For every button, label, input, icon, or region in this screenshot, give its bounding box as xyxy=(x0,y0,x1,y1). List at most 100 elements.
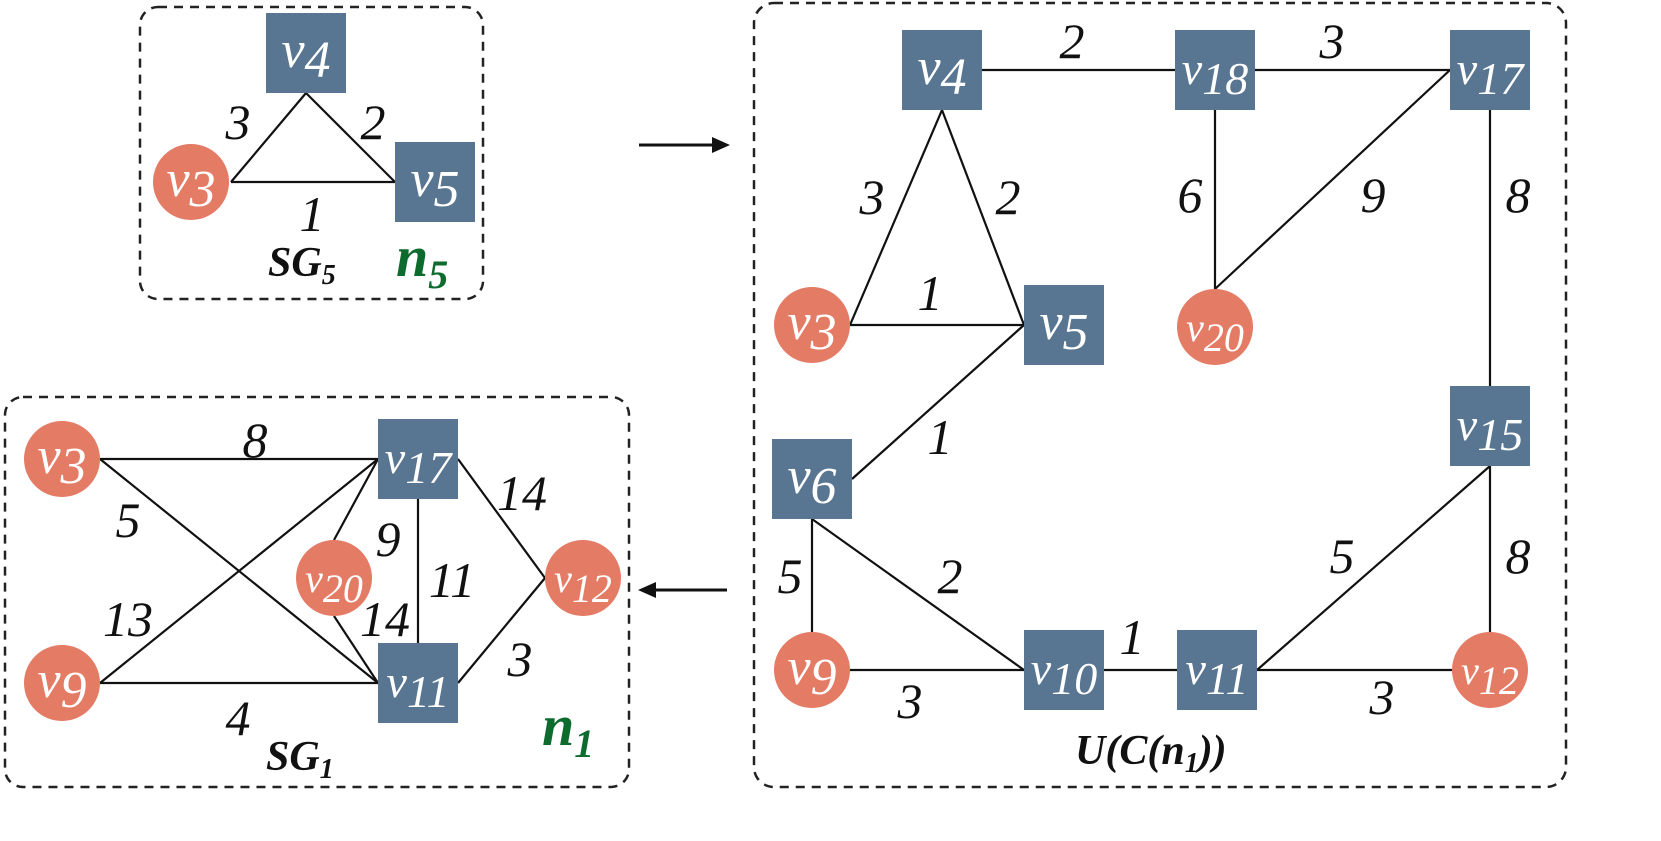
sg5-edge-v4-v5 xyxy=(305,92,396,183)
sg1-edge-v9-v17 xyxy=(99,458,379,684)
sg1-weight-v3-v11: 5 xyxy=(116,492,141,548)
node-label: v11 xyxy=(386,656,449,717)
sg5-caption: SG5 xyxy=(268,240,336,291)
sg5-node-v3: v3 xyxy=(153,144,229,220)
sg1-node-v12: v12 xyxy=(545,540,621,616)
circle-node-shape xyxy=(774,287,850,363)
union-panel xyxy=(752,1,1568,789)
sg1-panel xyxy=(3,395,631,789)
union-node-v3: v3 xyxy=(774,287,850,363)
sg1-node-v3: v3 xyxy=(24,421,100,497)
union-weight-v18-v17: 3 xyxy=(1319,13,1345,69)
union-weight-v11-v15: 5 xyxy=(1330,528,1355,584)
union-weight-v6-v9: 5 xyxy=(778,548,803,604)
left-arrow xyxy=(638,582,727,598)
node-label: v20 xyxy=(305,556,363,611)
sg1-node-v17: v17 xyxy=(378,419,458,499)
sg5-tag: n5 xyxy=(396,224,448,297)
circle-node-shape xyxy=(24,421,100,497)
circle-node-shape xyxy=(1452,632,1528,708)
union-weight-v9-v10: 3 xyxy=(897,673,923,729)
union-edge-v11-v15 xyxy=(1256,465,1491,671)
node-label: v5 xyxy=(410,151,459,218)
node-label: v12 xyxy=(554,556,612,611)
union-node-v17: v17 xyxy=(1450,30,1530,110)
square-node-shape xyxy=(1024,630,1104,710)
node-label: v10 xyxy=(1031,643,1097,704)
sg1-caption: SG1 xyxy=(266,734,334,785)
union-weight-v18-v20: 6 xyxy=(1178,167,1203,223)
square-node-shape xyxy=(1450,30,1530,110)
circle-node-shape xyxy=(1177,289,1253,365)
sg1-edge-v17-v20 xyxy=(333,458,379,541)
node-label: v3 xyxy=(787,294,836,361)
node-label: v18 xyxy=(1182,43,1248,104)
union-caption: U(C(n1)) xyxy=(1075,728,1227,779)
union-node-v6: v6 xyxy=(772,439,852,519)
node-label: v9 xyxy=(37,652,86,719)
circle-node-shape xyxy=(774,632,850,708)
union-weight-v5-v6: 1 xyxy=(928,409,953,465)
union-weight-v4-v5: 2 xyxy=(996,169,1021,225)
sg1-weight-v11-v12: 3 xyxy=(507,631,533,687)
sg5-weight-v3-v4: 3 xyxy=(225,94,251,150)
square-node-shape xyxy=(1175,30,1255,110)
sg5-node-v4: v4 xyxy=(266,13,346,93)
square-node-shape xyxy=(378,419,458,499)
union-weight-v4-v3: 3 xyxy=(859,169,885,225)
circle-node-shape xyxy=(296,540,372,616)
union-weight-v11-v12: 3 xyxy=(1369,669,1395,725)
sg1-tag: n1 xyxy=(542,693,594,766)
sg1-weight-v17-v20: 9 xyxy=(376,511,401,567)
union-node-v20: v20 xyxy=(1177,289,1253,365)
node-label: v9 xyxy=(787,639,836,706)
sg1-weight-v9-v17: 13 xyxy=(103,591,153,647)
union-edge-v4-v3 xyxy=(848,109,944,326)
sg1-weight-v9-v11: 4 xyxy=(226,690,251,746)
square-node-shape xyxy=(1177,630,1257,710)
square-node-shape xyxy=(378,643,458,723)
sg1-node-v20: v20 xyxy=(296,540,372,616)
square-node-shape xyxy=(772,439,852,519)
sg1-weight-v20-v11: 14 xyxy=(360,591,410,647)
union-edge-v17-v20 xyxy=(1214,69,1451,290)
union-node-v12: v12 xyxy=(1452,632,1528,708)
node-label: v4 xyxy=(281,22,330,89)
square-node-shape xyxy=(395,142,475,222)
union-node-v18: v18 xyxy=(1175,30,1255,110)
square-node-shape xyxy=(266,13,346,93)
sg5-edge-v3-v4 xyxy=(230,92,307,183)
square-node-shape xyxy=(1024,285,1104,365)
sg1-weight-v17-v11: 11 xyxy=(429,552,475,608)
node-label: v15 xyxy=(1457,399,1523,460)
union-node-v5: v5 xyxy=(1024,285,1104,365)
union-node-v4: v4 xyxy=(902,30,982,110)
sg1-node-v11: v11 xyxy=(378,643,458,723)
sg5-weight-v3-v5: 1 xyxy=(300,186,325,242)
node-label: v12 xyxy=(1461,648,1519,703)
node-label: v20 xyxy=(1186,305,1244,360)
union-node-v15: v15 xyxy=(1450,386,1530,466)
union-weight-v17-v15: 8 xyxy=(1506,167,1531,223)
circle-node-shape xyxy=(545,540,621,616)
sg1-edge-v20-v11 xyxy=(333,615,379,684)
node-label: v3 xyxy=(166,151,215,218)
union-node-v9: v9 xyxy=(774,632,850,708)
sg5-node-v5: v5 xyxy=(395,142,475,222)
node-label: v5 xyxy=(1039,294,1088,361)
node-label: v4 xyxy=(917,39,966,106)
union-weight-v6-v10: 2 xyxy=(938,548,963,604)
sg1-weight-v17-v12: 14 xyxy=(497,465,547,521)
node-label: v17 xyxy=(1457,43,1525,104)
union-weight-v15-v12: 8 xyxy=(1506,528,1531,584)
union-weight-v10-v11: 1 xyxy=(1120,609,1145,665)
union-weight-v17-v20: 9 xyxy=(1361,167,1386,223)
sg5-panel xyxy=(138,5,485,301)
sg1-weight-v3-v17: 8 xyxy=(243,412,268,468)
square-node-shape xyxy=(902,30,982,110)
node-layer: v4 v3 v5 v4 v18 v17 v3 v5 v20 v15 v6 v9 v10 v11 v12 v3 v… xyxy=(24,13,1530,723)
circle-node-shape xyxy=(24,645,100,721)
union-weight-v4-v18: 2 xyxy=(1060,13,1085,69)
